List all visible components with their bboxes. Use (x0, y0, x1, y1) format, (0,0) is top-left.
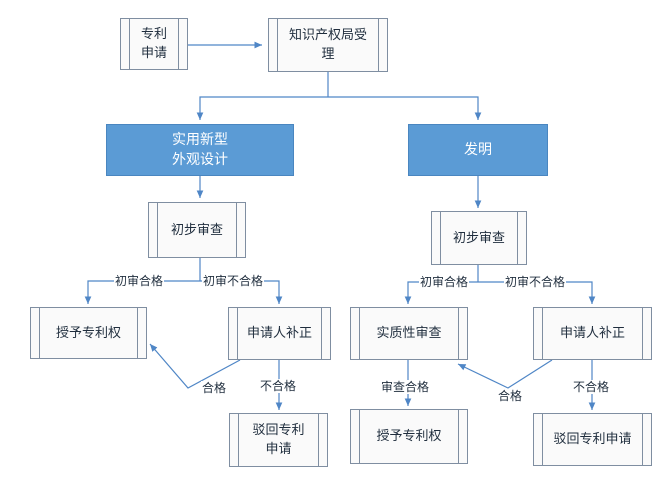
node-label: 实用新型 外观设计 (172, 132, 228, 168)
label-notok-left: 不合格 (259, 379, 298, 393)
arrow-to-invention (328, 96, 482, 120)
label-notok-right: 不合格 (572, 380, 611, 394)
label-fail-left: 初审不合格 (202, 274, 265, 288)
label-exam-pass: 审查合格 (380, 380, 431, 394)
node-correction-left: 申请人补正 (228, 307, 331, 360)
label-pass-right: 初审合格 (419, 275, 470, 289)
node-label: 驳回专利申请 (553, 432, 632, 447)
node-utility-design: 实用新型 外观设计 (106, 124, 294, 176)
node-label: 申请人补正 (247, 326, 313, 341)
node-prelim-exam-left: 初步审查 (148, 202, 246, 258)
node-substantive-exam: 实质性审查 (350, 307, 468, 360)
node-patent-application: 专利申请 (120, 18, 188, 70)
node-label: 授予专利权 (55, 325, 121, 341)
node-label: 专利申请 (140, 27, 167, 61)
node-label: 发明 (464, 142, 492, 158)
node-grant-right: 授予专利权 (350, 409, 468, 464)
node-label: 初步审查 (170, 222, 223, 238)
label-ok-left: 合格 (201, 381, 228, 395)
node-prelim-exam-right: 初步审查 (431, 211, 527, 265)
node-invention: 发明 (408, 124, 548, 176)
label-pass-left: 初审合格 (114, 274, 165, 288)
node-reject-left: 驳回专利申请 (229, 413, 328, 467)
node-label: 授予专利权 (376, 429, 442, 444)
node-label: 驳回专利申请 (252, 423, 305, 457)
arrow-correction-ok-left (149, 343, 241, 389)
arrow-correction-ok-right (457, 359, 553, 389)
node-grant-left: 授予专利权 (30, 307, 147, 359)
node-label: 初步审查 (452, 230, 505, 246)
arrow-to-utility-design (196, 96, 328, 120)
node-correction-right: 申请人补正 (533, 307, 652, 360)
label-fail-right: 初审不合格 (504, 275, 567, 289)
label-ok-right: 合格 (497, 389, 524, 403)
node-label: 实质性审查 (376, 326, 442, 341)
node-label: 申请人补正 (559, 326, 625, 341)
node-reject-right: 驳回专利申请 (533, 413, 652, 466)
node-ipo-acceptance: 知识产权局受理 (268, 18, 388, 72)
node-label: 知识产权局受理 (288, 28, 367, 62)
